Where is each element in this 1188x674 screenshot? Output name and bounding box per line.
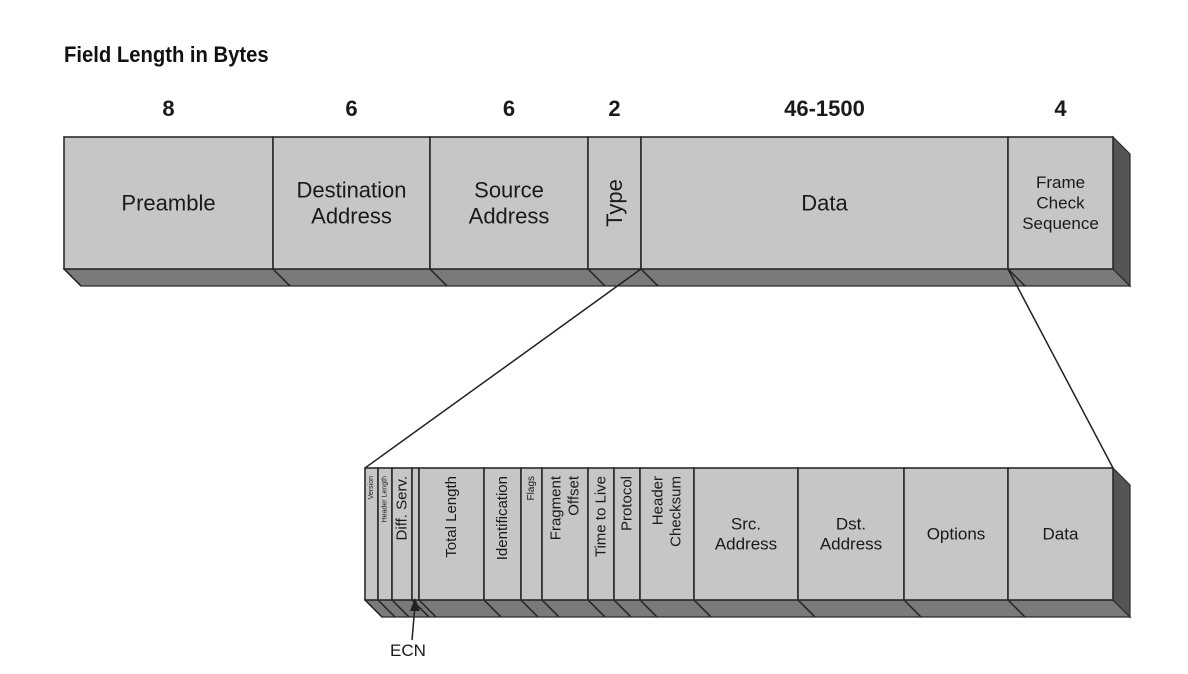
diagram-title: Field Length in Bytes <box>64 42 269 67</box>
length-data: 46-1500 <box>784 96 865 121</box>
frame-field-source-address-label-line-1: Address <box>469 204 550 229</box>
frame-field-frame-check-sequence-label-line-2: Sequence <box>1022 214 1099 233</box>
length-preamble: 8 <box>162 96 174 121</box>
ip-field-header-checksum-label-line-1: Checksum <box>668 476 685 547</box>
frame-field-frame-check-sequence-label-line-1: Check <box>1036 194 1085 213</box>
ip-field-data-label: Data <box>1043 525 1079 544</box>
frame-edge-3 <box>587 268 606 287</box>
ip-field-src-address <box>693 467 799 601</box>
ip-edge-13 <box>903 599 922 618</box>
frame-edge-5 <box>1007 268 1026 287</box>
ip-field-time-to-live <box>587 467 615 601</box>
frame-edge-1 <box>272 268 291 287</box>
ip-edge-9 <box>613 599 632 618</box>
ip-edge-5 <box>483 599 502 618</box>
ip-field-total-length <box>418 467 485 601</box>
ip-edge-6 <box>520 599 539 618</box>
frame-field-destination-address <box>272 136 431 270</box>
ecn-arrow-head <box>410 598 420 611</box>
ip-field-flags-label: Flags <box>526 476 537 500</box>
ip-field-diff-serv-label: Diff. Serv. <box>394 476 411 540</box>
ip-field-header-checksum-label-line-0: Header <box>650 476 667 525</box>
ip-field-total-length-label: Total Length <box>443 476 460 558</box>
frame-field-type-label: Type <box>602 179 627 227</box>
frame-edge-0 <box>63 268 82 287</box>
ip-field-dst-address-label-line-0: Dst. <box>836 514 866 533</box>
frame-field-preamble <box>63 136 274 270</box>
ip-field-version-label: Version <box>368 476 375 499</box>
frame-side-face <box>1112 135 1131 288</box>
ip-field-identification <box>483 467 522 601</box>
ip-edge-0 <box>364 599 383 618</box>
ip-field-src-address-label-line-0: Src. <box>731 514 761 533</box>
ip-edge-1 <box>377 599 396 618</box>
ip-edge-11 <box>693 599 712 618</box>
ip-field-header-length-label: Header Length <box>382 476 389 522</box>
ip-edge-4 <box>418 599 437 618</box>
ip-side-face <box>1112 466 1131 619</box>
frame-field-data <box>640 136 1009 270</box>
frame-field-type <box>587 136 642 270</box>
length-type: 2 <box>608 96 620 121</box>
ip-field-protocol-label: Protocol <box>619 476 636 531</box>
ip-field-data <box>1007 467 1114 601</box>
frame-edge-4 <box>640 268 659 287</box>
frame-field-data-label: Data <box>801 191 848 216</box>
ip-edge-2 <box>391 599 410 618</box>
length-source-address: 6 <box>503 96 515 121</box>
ip-edge-7 <box>541 599 560 618</box>
ip-field-protocol <box>613 467 641 601</box>
field-lengths-row: 8 6 6 2 46-1500 4 <box>162 96 1067 121</box>
frame-field-destination-address-label-line-1: Address <box>311 204 392 229</box>
ip-field-ecn <box>411 467 420 601</box>
ip-field-src-address-label-line-1: Address <box>715 535 777 554</box>
ip-field-options-label: Options <box>927 525 986 544</box>
ip-bottom-face <box>363 599 1132 618</box>
zoom-line-right <box>1007 268 1114 469</box>
length-destination-address: 6 <box>345 96 357 121</box>
ip-field-time-to-live-label: Time to Live <box>593 476 610 557</box>
ip-field-fragment-offset-label-line-0: Fragment <box>548 475 565 540</box>
frame-edge-2 <box>429 268 448 287</box>
ecn-label: ECN <box>390 641 426 660</box>
ip-field-dst-address-label-line-1: Address <box>820 535 882 554</box>
ip-edge-8 <box>587 599 606 618</box>
ip-edge-10 <box>639 599 658 618</box>
frame-field-source-address-label-line-0: Source <box>474 177 544 202</box>
length-frame-check-sequence: 4 <box>1054 96 1067 121</box>
ecn-callout: ECN <box>390 598 426 660</box>
zoom-lines <box>364 268 1114 469</box>
ip-header: Version Header Length Diff. Serv. Total Len… <box>363 466 1132 619</box>
frame-field-source-address <box>429 136 589 270</box>
ip-field-fragment-offset-label-line-1: Offset <box>566 475 583 516</box>
ip-field-header-checksum <box>639 467 695 601</box>
ip-edge-12 <box>797 599 816 618</box>
ip-field-identification-label: Identification <box>494 476 511 560</box>
frame-field-preamble-label: Preamble <box>121 191 215 216</box>
frame-field-frame-check-sequence-label-line-0: Frame <box>1036 173 1085 192</box>
zoom-line-left <box>364 268 642 469</box>
frame-field-frame-check-sequence <box>1007 136 1114 270</box>
frame-field-destination-address-label-line-0: Destination <box>296 177 406 202</box>
ip-field-dst-address <box>797 467 905 601</box>
ip-edge-14 <box>1007 599 1026 618</box>
